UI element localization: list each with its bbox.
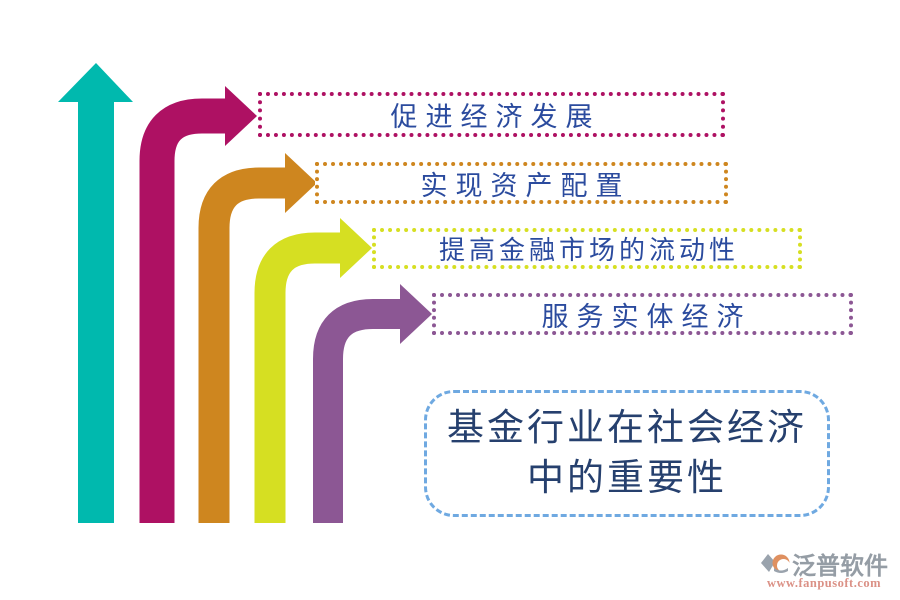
title-box: 基金行业在社会经济 中的重要性 — [424, 390, 830, 517]
brand-url: www.fanpusoft.com — [766, 576, 882, 590]
up-arrow — [58, 63, 133, 523]
logo-circle-inner — [777, 559, 790, 572]
brand-watermark: 泛普软件 www.fanpusoft.com — [750, 548, 898, 591]
curved-arrow-head — [225, 86, 257, 146]
benefit-label: 提高金融市场的流动性 — [438, 236, 739, 265]
up-arrow-shaft — [78, 100, 114, 523]
curved-arrow-head — [340, 218, 372, 278]
curved-arrow-market-liquidity — [254, 218, 372, 523]
curved-arrow-serve-real-economy — [313, 284, 432, 523]
curved-arrow-promote-economy — [139, 86, 257, 523]
brand-row: 泛普软件 — [750, 548, 898, 580]
benefit-label: 促进经济发展 — [390, 102, 601, 132]
benefit-box-asset-allocation: 实现资产配置 — [315, 162, 728, 204]
curved-arrow-shaft — [313, 299, 401, 523]
benefit-box-serve-real-economy: 服务实体经济 — [432, 293, 853, 335]
title-line-1: 基金行业在社会经济 — [447, 407, 807, 449]
benefit-box-market-liquidity: 提高金融市场的流动性 — [372, 228, 802, 269]
brand-name: 泛普软件 — [792, 552, 888, 580]
up-arrow-head — [58, 63, 133, 102]
curved-arrow-shaft — [198, 167, 286, 523]
benefit-label: 服务实体经济 — [541, 301, 752, 332]
title-line-2: 中的重要性 — [527, 457, 727, 499]
curved-arrow-head — [400, 284, 432, 344]
benefit-label: 实现资产配置 — [420, 170, 631, 201]
logo-diamond-shape — [761, 554, 775, 572]
fanpu-logo-icon — [761, 554, 790, 573]
logo-swoosh-shape — [774, 568, 788, 573]
curved-arrow-shaft — [254, 232, 341, 523]
benefit-box-promote-economy: 促进经济发展 — [258, 92, 725, 137]
curved-arrow-head — [285, 153, 317, 213]
curved-arrow-shaft — [139, 98, 226, 523]
curved-arrow-asset-allocation — [198, 153, 317, 523]
